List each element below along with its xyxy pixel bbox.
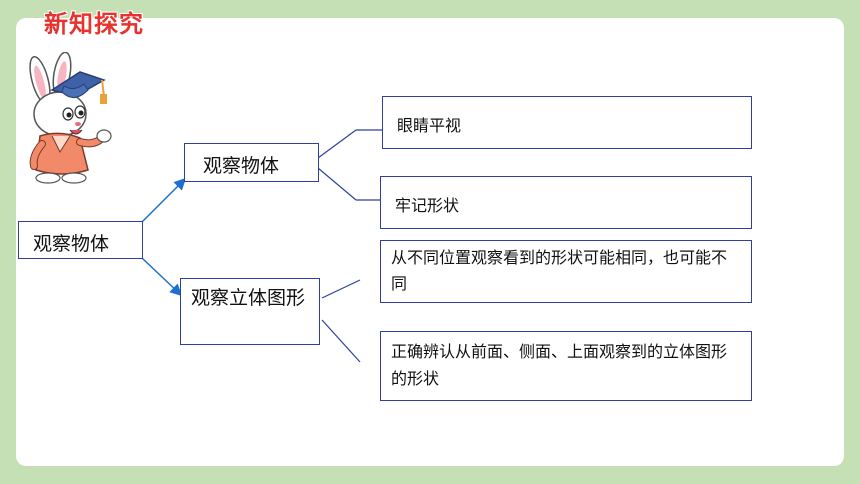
leaf-1-2-label: 牢记形状 [395,196,460,215]
connector-branch2-leaf2 [321,319,361,363]
arrow-to-branch-1 [141,177,187,223]
rabbit-mascot-illustration [29,52,112,184]
leaf-node-identify-views: 正确辨认从前面、侧面、上面观察到的立体图形的形状 [380,331,752,401]
root-node-label: 观察物体 [33,233,110,255]
connector-branch1-leaf1 [317,129,357,159]
leaf-2-1-label: 从不同位置观察看到的形状可能相同，也可能不同 [391,248,728,293]
page-title: 新知探究 [44,10,144,38]
connector-branch2-leaf1 [321,279,361,299]
leaf-node-eye-level: 眼睛平视 [382,96,752,149]
connector-branch1-leaf2 [317,167,357,201]
branch-2-label: 观察立体图形 [191,287,306,309]
branch-1-label: 观察物体 [203,155,280,177]
leaf-2-2-label: 正确辨认从前面、侧面、上面观察到的立体图形的形状 [391,342,728,388]
mindmap-root-node: 观察物体 [18,221,143,259]
leaf-node-same-shape: 从不同位置观察看到的形状可能相同，也可能不同 [380,240,752,303]
branch-node-observe-object: 观察物体 [184,143,319,182]
leaf-1-1-label: 眼睛平视 [397,116,462,135]
arrow-to-branch-2 [141,257,183,297]
leaf-node-remember-shape: 牢记形状 [380,176,752,229]
branch-node-observe-solid: 观察立体图形 [180,278,320,345]
